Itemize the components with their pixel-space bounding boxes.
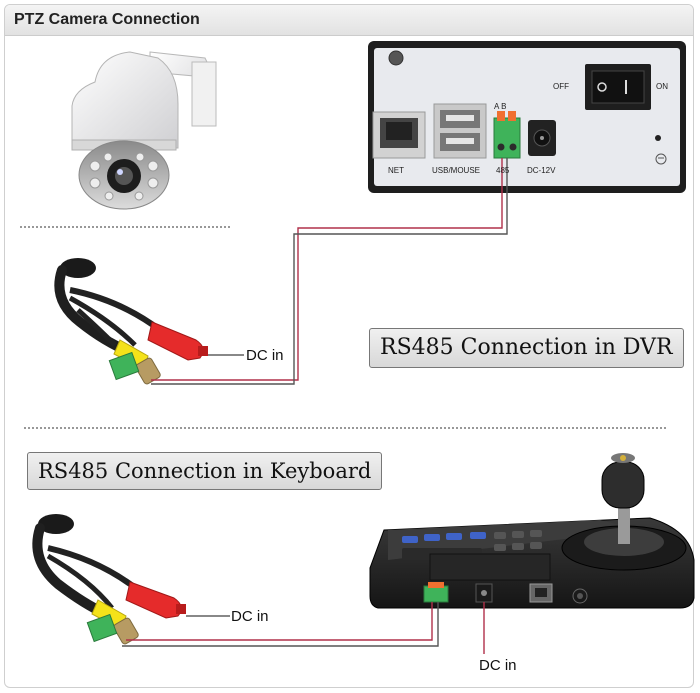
switch-on-label: ON (656, 82, 668, 91)
camera-cable-bottom (32, 514, 230, 645)
port-usb-label: USB/MOUSE (432, 166, 481, 175)
dc-in-label-middle: DC in (231, 608, 269, 625)
header-bar (5, 5, 693, 36)
wire-kb-a (126, 602, 433, 641)
keyboard-section-title: RS485 Connection in Keyboard (27, 452, 383, 490)
port-ab-label: A B (494, 102, 507, 111)
dvr-back-panel (368, 41, 686, 193)
port-dc-label: DC-12V (527, 166, 556, 175)
wire-kb-b (122, 602, 439, 647)
diagram-frame (4, 4, 694, 688)
dc-in-label-bottom: DC in (479, 657, 517, 674)
dvr-section-title: RS485 Connection in DVR (369, 328, 684, 368)
port-485-label: 485 (496, 166, 510, 175)
switch-off-label: OFF (553, 82, 569, 91)
ptz-camera (71, 51, 217, 210)
camera-cable-top (54, 258, 244, 385)
ptz-keyboard (369, 453, 695, 609)
page-title: PTZ Camera Connection (14, 11, 200, 28)
wire-dvr-a (151, 158, 503, 381)
wire-dvr-b (151, 158, 508, 385)
dc-in-label-top: DC in (246, 347, 284, 364)
rs485-wires (122, 158, 508, 654)
port-net-label: NET (388, 166, 404, 175)
